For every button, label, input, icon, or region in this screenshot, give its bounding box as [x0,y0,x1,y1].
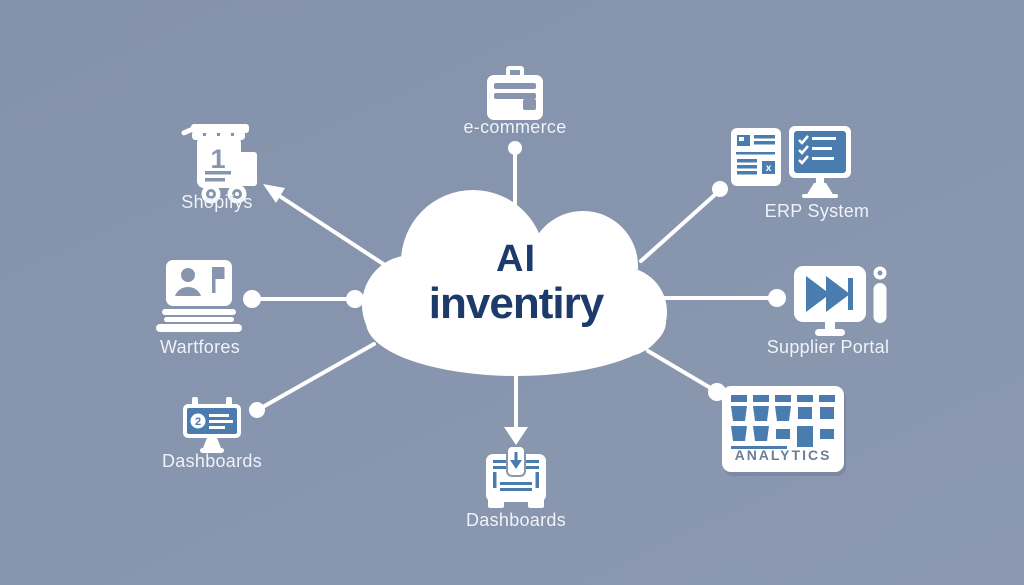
connector-erp [639,181,728,263]
machine-download-icon [486,445,546,508]
laptop-person-flag-icon [156,260,242,332]
label-dashboards-left: Dashboards [161,451,263,471]
connector-ecommerce [508,141,522,214]
connector-dashboards-left [249,342,376,418]
briefcase-icon [487,66,543,120]
monitor-fast-forward-icon [794,266,866,336]
cloud-title-line1: AI [496,238,536,280]
svg-text:1: 1 [210,144,225,174]
label-supplier-portal: Supplier Portal [766,337,890,357]
info-icon [873,266,887,323]
connector-warehouses [243,290,364,308]
label-ecommerce: e-commerce [463,117,567,137]
connector-supplier [658,289,786,307]
label-dashboards-bottom: Dashboards [465,510,567,530]
form-card-icon: x [731,128,781,186]
connector-lines [243,141,786,445]
presentation-board-icon: 2 [183,397,241,453]
connector-shopify-arrow [263,184,396,273]
svg-text:x: x [766,163,772,174]
connector-analytics [646,349,726,401]
checklist-monitor-icon [789,126,851,198]
market-cart-icon: 1 [181,124,257,204]
connector-dashboards-bottom-arrow [504,372,528,445]
svg-text:2: 2 [195,416,201,428]
cloud-shape [362,190,667,376]
label-shopify: Shopifys [181,192,253,212]
analytics-table-card-icon [722,386,846,476]
label-warehouses: Wartfores [159,337,241,357]
label-erp-system: ERP System [764,201,870,221]
cloud-title-line2: inventiry [428,279,604,328]
arrowhead-down [504,427,528,445]
label-analytics: ANALYTICS [734,447,832,463]
arrowhead-up-left [263,184,285,203]
